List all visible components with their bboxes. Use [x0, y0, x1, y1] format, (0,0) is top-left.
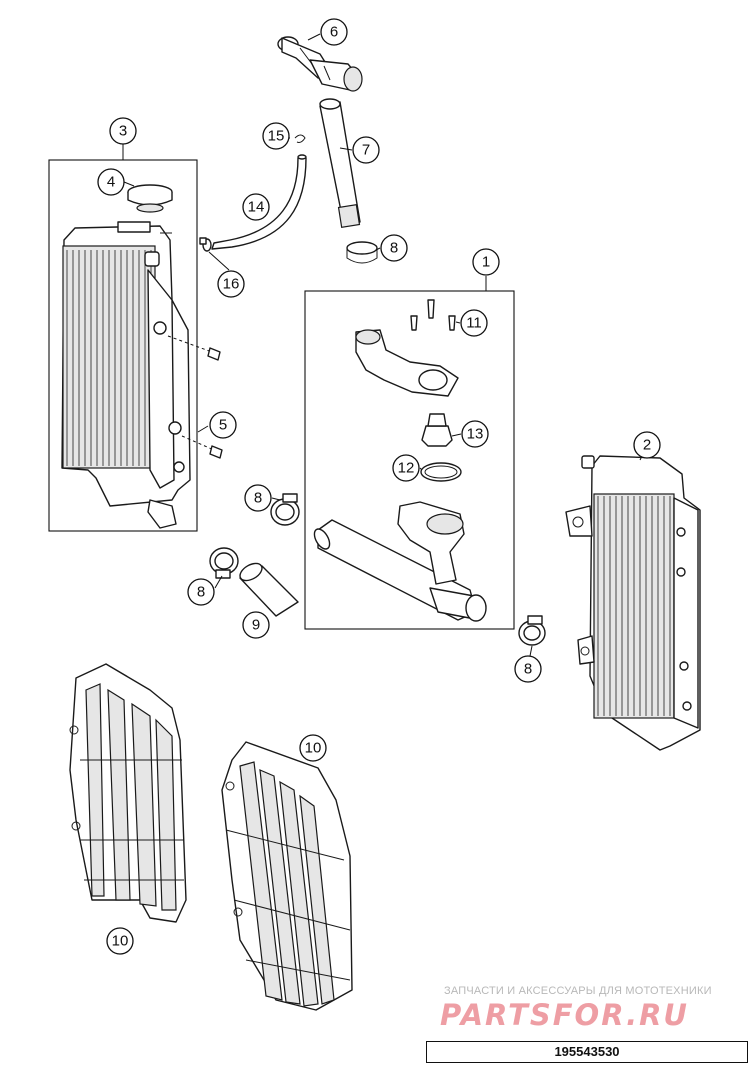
thermostat-assembly-illustration: [313, 299, 487, 622]
callout-3: 3: [109, 117, 137, 145]
watermark-logo: PARTSFOR.RU: [440, 998, 689, 1032]
group-box-thermostat: [304, 290, 515, 630]
radiator-right-illustration: [565, 455, 701, 751]
svg-text:12: 12: [398, 460, 415, 477]
svg-text:7: 7: [362, 142, 370, 159]
radiator-left-illustration: [61, 221, 191, 529]
callout-2: 2: [633, 431, 661, 459]
svg-text:1: 1: [482, 254, 490, 271]
callout-10-right: 10: [299, 734, 327, 762]
callout-16: 16: [217, 270, 245, 298]
callout-12: 12: [392, 454, 420, 482]
callout-14: 14: [242, 193, 270, 221]
overflow-hose-illustration: [199, 134, 307, 252]
callout-8-top: 8: [380, 234, 408, 262]
svg-text:5: 5: [219, 417, 227, 434]
callout-15: 15: [262, 122, 290, 150]
svg-text:15: 15: [268, 128, 285, 145]
svg-text:11: 11: [466, 315, 482, 332]
watermark-caption: ЗАПЧАСТИ И АКСЕССУАРЫ ДЛЯ МОТОТЕХНИКИ: [444, 985, 712, 997]
svg-text:8: 8: [197, 584, 205, 601]
hose-sleeve-illustration: [239, 562, 299, 617]
callout-5: 5: [209, 411, 237, 439]
callout-1: 1: [472, 248, 500, 276]
svg-text:8: 8: [254, 490, 262, 507]
hose-clamp-illustration-3: [209, 547, 239, 579]
hose-clamp-illustration-1: [346, 241, 378, 264]
svg-text:4: 4: [107, 174, 115, 191]
svg-text:6: 6: [330, 24, 338, 41]
callout-6: 6: [320, 18, 348, 46]
svg-text:13: 13: [467, 426, 484, 443]
svg-text:16: 16: [223, 276, 240, 293]
callout-9: 9: [242, 611, 270, 639]
svg-text:10: 10: [112, 933, 129, 950]
svg-text:3: 3: [119, 123, 127, 140]
svg-text:2: 2: [643, 437, 651, 454]
callout-13: 13: [461, 420, 489, 448]
svg-text:9: 9: [252, 617, 260, 634]
radiator-guard-left-illustration: [69, 663, 187, 923]
callout-4: 4: [97, 168, 125, 196]
screw-illustration: [167, 335, 223, 459]
top-hose-connector-illustration: [277, 36, 363, 92]
hose-clamp-illustration-2: [270, 493, 300, 526]
callout-10-left: 10: [106, 927, 134, 955]
callout-8-lower: 8: [187, 578, 215, 606]
svg-text:14: 14: [248, 199, 265, 216]
callout-8-middle: 8: [244, 484, 272, 512]
top-pipe-illustration: [319, 98, 361, 228]
callout-8-right: 8: [514, 655, 542, 683]
hose-clamp-illustration-4: [518, 615, 546, 646]
svg-text:8: 8: [390, 240, 398, 257]
callout-11: 11: [460, 309, 488, 337]
radiator-guard-right-illustration: [221, 741, 353, 1011]
svg-text:8: 8: [524, 661, 532, 678]
svg-text:10: 10: [305, 740, 322, 757]
radiator-cap-illustration: [127, 184, 173, 213]
callout-7: 7: [352, 136, 380, 164]
diagram-number: 195543530: [426, 1041, 748, 1063]
